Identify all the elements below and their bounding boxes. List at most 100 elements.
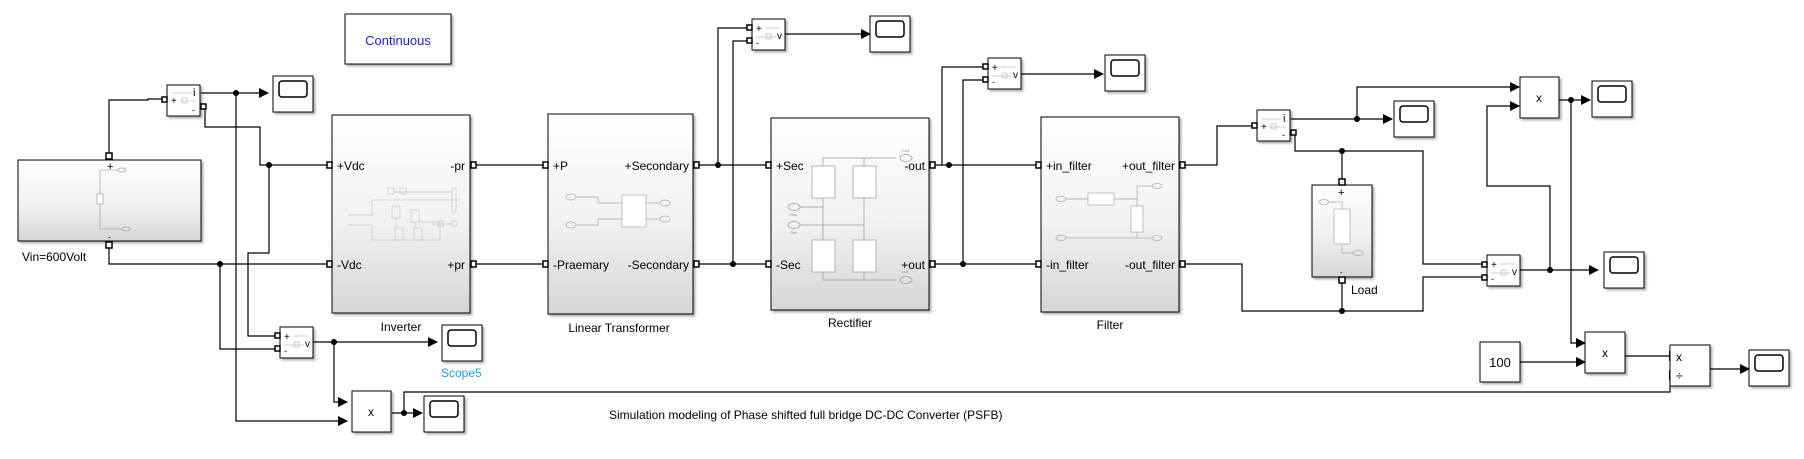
port[interactable] bbox=[1035, 161, 1042, 169]
junction-dot bbox=[233, 90, 239, 96]
port[interactable] bbox=[1481, 274, 1488, 281]
wire[interactable] bbox=[235, 93, 348, 426]
junction-dot bbox=[1339, 308, 1345, 314]
current-meter-minus-label: - bbox=[1282, 130, 1285, 140]
junction-dot bbox=[715, 162, 721, 168]
voltage-meter-secondary[interactable]: + - v bbox=[746, 18, 786, 51]
wire[interactable] bbox=[1342, 150, 1482, 265]
voltmeter-out-label: v bbox=[305, 339, 310, 350]
scopes bbox=[272, 15, 1790, 433]
port[interactable] bbox=[161, 96, 168, 103]
port[interactable] bbox=[274, 345, 281, 352]
port[interactable] bbox=[1338, 178, 1346, 186]
port[interactable] bbox=[274, 332, 281, 339]
wire[interactable] bbox=[1183, 125, 1253, 166]
voltage-meter-load[interactable]: + - v bbox=[1481, 254, 1521, 287]
powergui-label: Continuous bbox=[365, 33, 431, 48]
wire[interactable] bbox=[1356, 82, 1520, 119]
port[interactable] bbox=[1179, 260, 1186, 268]
port[interactable] bbox=[1251, 122, 1258, 129]
constant-block[interactable]: 100 bbox=[1479, 341, 1521, 383]
port[interactable] bbox=[105, 152, 113, 160]
port[interactable] bbox=[1481, 261, 1488, 268]
port[interactable] bbox=[470, 260, 477, 268]
wire[interactable] bbox=[219, 264, 275, 350]
port[interactable] bbox=[1179, 161, 1186, 169]
scope[interactable] bbox=[1104, 54, 1146, 92]
port[interactable] bbox=[982, 63, 989, 70]
current-meter-2[interactable]: i + - bbox=[1251, 109, 1297, 142]
dc-source-block[interactable]: + - Vin=600Volt bbox=[17, 152, 202, 264]
scope[interactable] bbox=[1393, 100, 1435, 138]
port[interactable] bbox=[982, 76, 989, 83]
product-block-scale[interactable]: x bbox=[1584, 331, 1626, 374]
rectifier-inner-tag: -out bbox=[901, 269, 909, 274]
rectifier-inner-tag: +out bbox=[901, 148, 910, 153]
wire[interactable] bbox=[941, 66, 987, 165]
port[interactable] bbox=[693, 260, 700, 268]
port[interactable] bbox=[200, 103, 207, 110]
wire[interactable] bbox=[717, 27, 748, 165]
port[interactable] bbox=[542, 161, 549, 169]
port[interactable] bbox=[746, 37, 753, 44]
wire[interactable] bbox=[333, 342, 348, 407]
port[interactable] bbox=[929, 161, 936, 169]
wire[interactable] bbox=[1486, 101, 1551, 270]
voltage-meter-rectifier[interactable]: + - v bbox=[982, 57, 1022, 90]
wire[interactable] bbox=[108, 245, 329, 265]
junction-dot bbox=[217, 261, 223, 267]
wire[interactable] bbox=[1342, 276, 1482, 312]
rectifier-port-label: -Sec bbox=[776, 258, 801, 272]
port[interactable] bbox=[542, 260, 549, 268]
load-schematic-icon bbox=[1318, 199, 1364, 256]
scope[interactable] bbox=[1603, 251, 1645, 289]
wire[interactable] bbox=[1570, 100, 1586, 348]
junction-dot bbox=[1568, 97, 1574, 103]
port[interactable] bbox=[1035, 260, 1042, 268]
port[interactable] bbox=[746, 24, 753, 31]
scope[interactable] bbox=[1748, 349, 1790, 387]
wire[interactable] bbox=[204, 107, 329, 166]
rectifier-block[interactable]: +out +Sec -Sec -out +Sec -Sec -out +out … bbox=[765, 117, 936, 330]
linear-transformer-block[interactable]: +P -Praemary +Secondary -Secondary Linea… bbox=[542, 113, 700, 335]
port[interactable] bbox=[1338, 276, 1346, 284]
load-plus-sign: + bbox=[1338, 187, 1344, 199]
scope[interactable] bbox=[1591, 80, 1633, 118]
current-meter-plus-label: + bbox=[1261, 122, 1267, 133]
scope[interactable] bbox=[869, 15, 911, 53]
filter-schematic-icon bbox=[1055, 183, 1163, 241]
product-block-input-power[interactable]: x bbox=[351, 390, 392, 433]
filter-block[interactable]: +in_filter -in_filter +out_filter -out_f… bbox=[1035, 116, 1186, 332]
port[interactable] bbox=[765, 260, 772, 268]
source-icon bbox=[96, 167, 131, 232]
scope[interactable] bbox=[272, 75, 314, 113]
scope-5[interactable] bbox=[441, 324, 483, 362]
port[interactable] bbox=[1290, 129, 1297, 136]
load-block[interactable]: + - Load bbox=[1311, 178, 1378, 297]
wire[interactable] bbox=[732, 40, 748, 264]
filter-port-label: +out_filter bbox=[1122, 159, 1175, 173]
port[interactable] bbox=[470, 161, 477, 169]
port[interactable] bbox=[326, 161, 333, 169]
junction-dot bbox=[331, 339, 337, 345]
product-block-output-power[interactable]: x bbox=[1519, 76, 1560, 119]
wire[interactable] bbox=[1183, 263, 1343, 312]
port[interactable] bbox=[693, 161, 700, 169]
port[interactable] bbox=[765, 161, 772, 169]
powergui-block[interactable]: Continuous bbox=[344, 13, 452, 65]
wire[interactable] bbox=[1294, 133, 1343, 182]
wire[interactable] bbox=[247, 165, 275, 337]
inverter-block[interactable]: +Vdc -Vdc -pr +pr Inverter bbox=[326, 114, 477, 334]
port[interactable] bbox=[326, 260, 333, 268]
load-name: Load bbox=[1351, 283, 1378, 297]
divide-block[interactable]: x ÷ bbox=[1669, 344, 1711, 387]
current-meter-1[interactable]: i + - bbox=[161, 84, 207, 117]
junction-dot bbox=[401, 410, 407, 416]
wire[interactable] bbox=[962, 79, 987, 264]
port[interactable] bbox=[929, 260, 936, 268]
junction-dot bbox=[1339, 148, 1345, 154]
voltage-meter-input[interactable]: + - v bbox=[274, 326, 314, 359]
scope[interactable] bbox=[423, 395, 465, 433]
port[interactable] bbox=[105, 241, 113, 249]
wire[interactable] bbox=[108, 98, 163, 155]
